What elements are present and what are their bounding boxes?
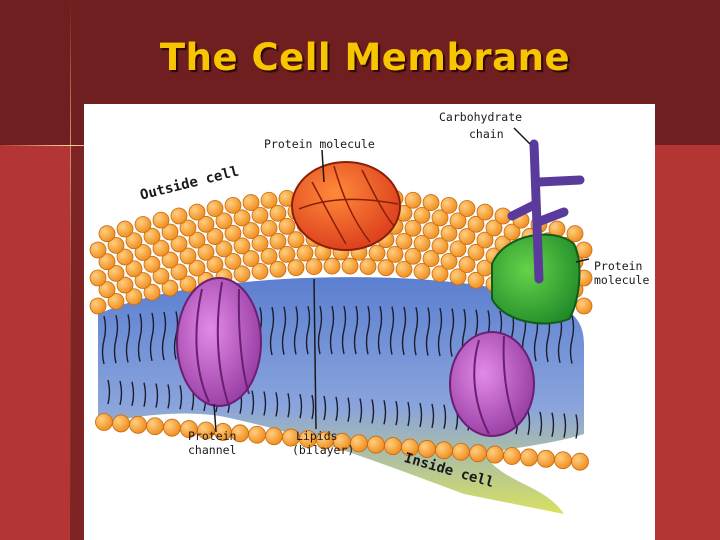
- label-lipids-line1: Lipids: [296, 429, 338, 443]
- label-channel-line1: Protein: [188, 429, 237, 443]
- right-decor-band: [655, 145, 720, 540]
- label-protein-right-line2: molecule: [594, 273, 650, 287]
- decor-line-horizontal: [0, 145, 140, 146]
- lipid-heads-lower: [95, 413, 589, 471]
- label-protein-molecule-top: Protein molecule: [264, 137, 375, 151]
- decor-line-vertical: [70, 0, 71, 540]
- label-carbohydrate-line2: chain: [469, 127, 504, 141]
- carbohydrate-chain: [507, 139, 585, 284]
- left-decor-strip: [70, 145, 84, 540]
- label-protein-right-line1: Protein: [594, 259, 643, 273]
- slide-title: The Cell Membrane: [159, 36, 571, 79]
- protein-channel: [176, 277, 262, 407]
- label-lipids-line2: (bilayer): [292, 443, 355, 457]
- label-carbohydrate-line1: Carbohydrate: [439, 110, 523, 124]
- protein-channel-right: [449, 331, 535, 437]
- cell-membrane-diagram: [89, 127, 593, 514]
- label-channel-line2: channel: [188, 443, 237, 457]
- diagram-panel: Outside cell Protein molecule Carbohydra…: [84, 104, 655, 540]
- label-pointers: [213, 127, 590, 433]
- left-decor-band: [0, 145, 70, 540]
- protein-molecule-red: [291, 161, 401, 251]
